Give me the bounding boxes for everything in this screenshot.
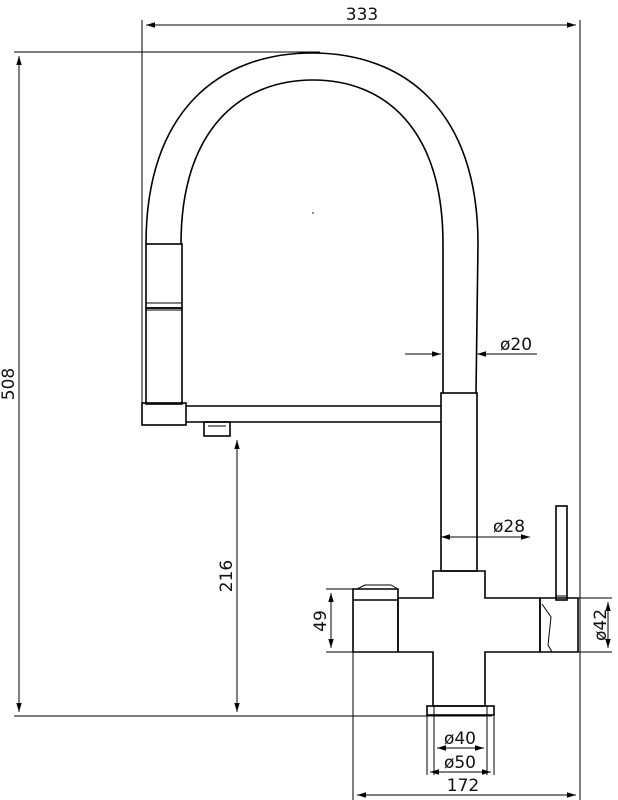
lever-handle[interactable] [555,505,568,601]
label-pipe-diameter: ø28 [493,517,525,537]
gooseneck-hose-inner [180,79,444,393]
label-base-inner: ø40 [444,729,476,749]
label-hose-diameter: ø20 [500,335,532,355]
spray-head-lower [145,307,183,405]
body-pipe [440,392,478,572]
gooseneck-hose-outer [145,52,479,394]
label-overall-height: 508 [0,368,19,400]
label-overall-width: 333 [346,5,378,25]
spout-arm [186,405,441,423]
spout-nozzle [203,421,231,437]
base-flange [426,705,495,716]
spray-head-upper [145,243,183,309]
dimension-lines [14,20,612,800]
label-spout-height: 216 [217,560,237,592]
label-base-outer: ø50 [444,753,476,773]
left-inlet [352,588,399,653]
mixer-cross-body [397,570,541,707]
spray-head-collar [141,402,187,426]
label-side-inlet-height: 49 [311,610,331,632]
faucet-outline [141,52,579,716]
label-base-width: 172 [447,776,479,796]
label-lever-diameter: ø42 [591,609,611,641]
dimension-labels: 333 508 216 ø20 ø28 49 ø42 ø40 ø50 172 [0,5,611,796]
right-lever-housing [539,597,579,653]
